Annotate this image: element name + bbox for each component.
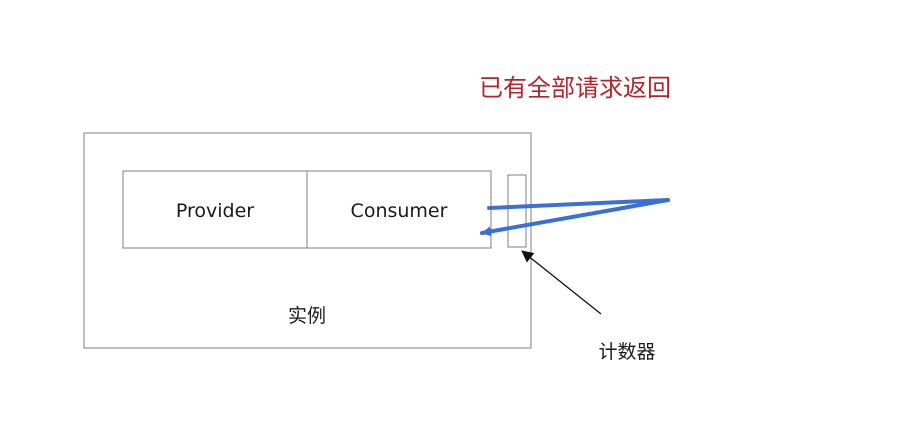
diagram-title: 已有全部请求返回 <box>479 74 671 102</box>
request-arrow-return <box>480 198 670 237</box>
counter-label: 计数器 <box>598 341 655 363</box>
consumer-label: Consumer <box>351 200 448 222</box>
request-arrows <box>480 198 670 237</box>
counter-box <box>507 174 527 248</box>
request-arrow-upper <box>487 198 670 210</box>
counter-pointer-arrow <box>521 250 602 315</box>
provider-box <box>122 170 308 249</box>
provider-label: Provider <box>176 200 254 222</box>
consumer-box <box>306 170 492 249</box>
instance-label: 实例 <box>288 305 326 327</box>
